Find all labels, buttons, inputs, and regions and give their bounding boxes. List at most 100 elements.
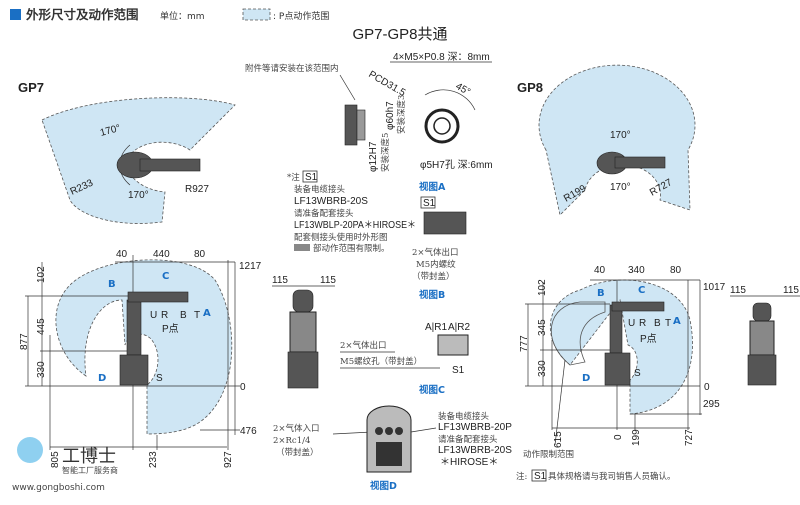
view-d-left-line: （带封盖）: [276, 447, 319, 458]
gp7-dim-80: 80: [194, 249, 206, 260]
gp8-arrow-d: D: [582, 373, 590, 384]
gp8-dim-727: 727: [684, 429, 695, 446]
view-d-right-line: LF13WBRB-20S: [438, 445, 512, 456]
footnote-text: 具体规格请与我司销售人员确认。: [548, 471, 676, 482]
view-c-ar1: A|R1: [425, 322, 447, 333]
gp7-side-zone: [55, 259, 233, 435]
gp8-dim-40: 40: [594, 265, 606, 276]
gp8-axis-r: R: [639, 318, 646, 329]
gp7-dim-445: 445: [36, 318, 47, 335]
view-d-left-line: 2×Rc1/4: [273, 436, 310, 446]
bore-dim: φ12H7: [368, 141, 379, 172]
gp7-axis-r: R: [161, 310, 168, 321]
gp8-limit-label: 动作限制范围: [523, 449, 574, 460]
hatch-swatch: [294, 244, 310, 251]
gp7-arrow-a: A: [203, 308, 211, 319]
gp8-dim-330: 330: [537, 360, 548, 377]
gp8-dim-1017: 1017: [703, 282, 726, 293]
gp8-top-angle1: 170°: [610, 130, 631, 141]
gp8-label: GP8: [517, 80, 543, 95]
unit-label: 单位：mm: [160, 10, 205, 22]
gp8-dim-777: 777: [519, 335, 530, 352]
gp7-top-angle2: 170°: [128, 190, 149, 201]
gp8-back-dim-left: 115: [730, 285, 746, 296]
gp7-dim-233: 233: [148, 451, 159, 468]
view-c-ar2: A|R2: [448, 322, 470, 333]
shaft-depth: 安装深度3: [396, 95, 407, 134]
gp7-dim-1217: 1217: [239, 261, 262, 272]
view-c-title: 视图C: [419, 384, 445, 396]
gp8-arrow-b: B: [597, 288, 605, 299]
gp8-arrow-c: C: [638, 285, 645, 296]
view-d-drawing: [366, 405, 412, 473]
bore-depth: 安装深度5: [380, 133, 391, 172]
view-d-right-line: ＊HIROSE＊: [440, 457, 498, 468]
bolt-spec: 4×M5×P0.8 深：8mm: [393, 51, 490, 63]
gp7-dim-0: 0: [240, 382, 246, 393]
gp8-top-robot: [596, 151, 666, 175]
gp7-dim-40: 40: [116, 249, 128, 260]
gp8-dim-80: 80: [670, 265, 682, 276]
watermark-logo: [17, 437, 43, 463]
view-b-robot: [287, 289, 319, 389]
gp8-dim-340: 340: [628, 265, 645, 276]
gp8-dim-345: 345: [537, 319, 548, 336]
gp8-dimension-lines: [525, 279, 702, 446]
view-b-dim-right: 115: [320, 275, 336, 286]
note-s1-badge: S1: [305, 172, 318, 183]
page-title: 外形尺寸及动作范围: [25, 7, 139, 22]
gp7-arrow-b: B: [108, 279, 116, 290]
gp7-axis-u: U: [150, 310, 157, 321]
gp7-arrow-c: C: [162, 271, 169, 282]
gp8-back-dim-right: 115: [783, 285, 799, 296]
flange-front-view: [424, 89, 476, 144]
watermark-slogan: 智能工厂服务商: [62, 465, 118, 475]
view-a-drawing: [423, 211, 467, 235]
gp8-arrow-a: A: [673, 316, 681, 327]
note-line: LF13WBLP-20PA＊HIROSE＊: [294, 220, 416, 231]
gp8-dim-295: 295: [703, 399, 720, 410]
gp7-top-router: R927: [185, 184, 209, 195]
gp7-axis-t: T: [194, 310, 200, 321]
note-line: 部动作范围有限制。: [313, 243, 390, 254]
gp7-side-robot: [119, 291, 189, 386]
gp7-dim-927: 927: [223, 451, 234, 468]
gp7-label: GP7: [18, 80, 44, 95]
gp7-dim-440: 440: [153, 249, 170, 260]
view-c-s1: S1: [452, 365, 465, 376]
gp7-arrow-d: D: [98, 373, 106, 384]
view-b-title: 视图B: [419, 289, 445, 301]
gp8-dim-615: 615: [553, 431, 564, 448]
gp7-dim-877: 877: [19, 333, 30, 350]
watermark-brand: 工博士: [62, 446, 116, 467]
view-a-line: 2×气体出口: [412, 247, 459, 258]
view-a-line: M5内螺纹: [416, 259, 456, 270]
gp7-p-point: P点: [162, 323, 179, 335]
gp7-top-robot: [116, 151, 201, 179]
gp8-p-point: P点: [640, 333, 657, 345]
note-line: LF13WBRB-20S: [294, 196, 368, 207]
gp8-side-robot: [604, 301, 665, 386]
gp7-dim-805: 805: [50, 451, 61, 468]
footnote-s1: S1: [534, 471, 547, 482]
gp8-dim-origin: 0: [613, 434, 624, 440]
legend-label: : P点动作范围: [273, 10, 329, 22]
gp8-axis-s: S: [634, 368, 641, 379]
shaft-dim: φ60h7: [385, 101, 396, 130]
attach-note: 附件等请安装在该范围内: [245, 63, 339, 74]
note-line: 装备电缆接头: [294, 184, 346, 195]
note-line: 配套侧接头使用时外形图: [294, 232, 388, 243]
gp8-dim-102: 102: [537, 279, 548, 296]
pin-spec: φ5H7孔 深:6mm: [420, 159, 493, 171]
view-d-right-line: 装备电缆接头: [438, 411, 490, 422]
view-c-drawing: [437, 334, 469, 356]
gp8-limit-zone: [550, 301, 606, 366]
footnote-prefix: 注:: [516, 471, 527, 482]
header-bullet: [10, 9, 21, 20]
view-c-line: 2×气体出口: [340, 340, 387, 351]
gp8-dim-0: 0: [704, 382, 710, 393]
gp8-back-robot: [747, 302, 777, 386]
gp8-axis-u: U: [628, 318, 635, 329]
gp8-axis-b: B: [654, 318, 661, 329]
